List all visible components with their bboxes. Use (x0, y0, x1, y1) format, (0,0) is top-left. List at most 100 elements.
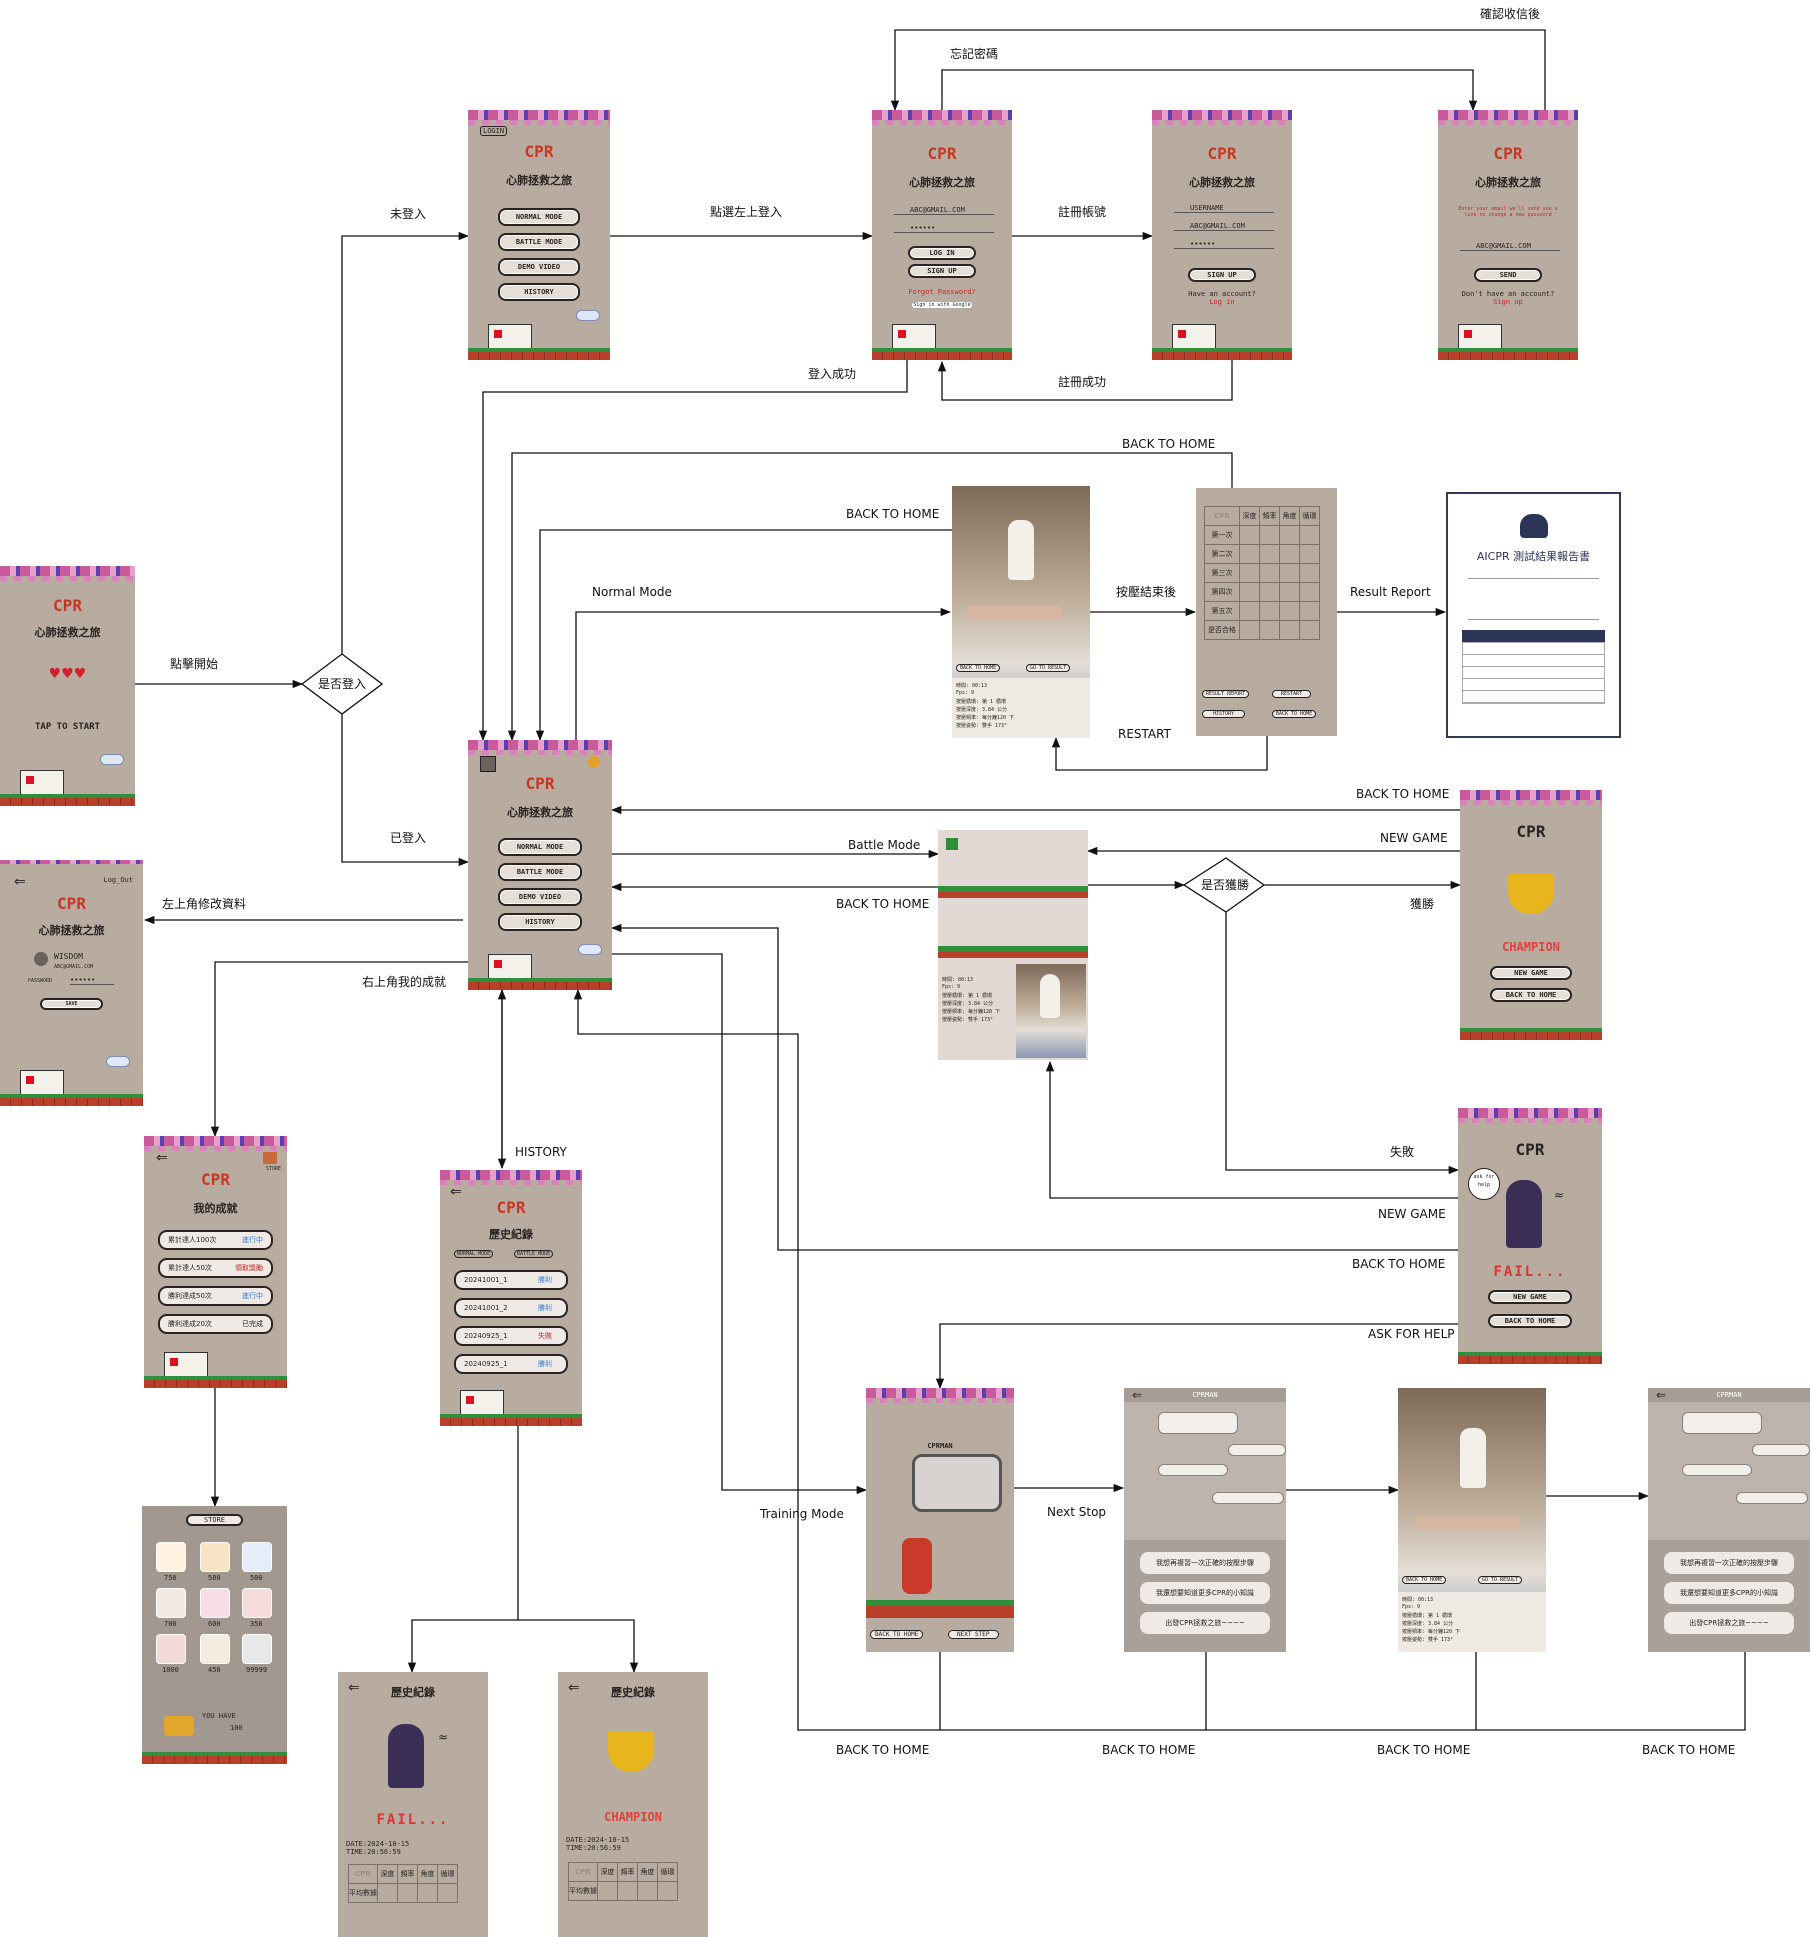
burger-icon[interactable] (200, 1542, 230, 1572)
email-field[interactable]: ABC@GMAIL.COM (1174, 222, 1274, 231)
medal-icon[interactable] (588, 756, 600, 768)
label-back-home-5: BACK TO HOME (1352, 1257, 1445, 1271)
back-to-home-button[interactable]: BACK TO HOME (1272, 710, 1317, 718)
menu-brand: CPR (524, 142, 554, 161)
password-field[interactable]: •••••• (70, 976, 114, 985)
restart-button[interactable]: RESTART (1272, 690, 1312, 698)
achievement-row[interactable]: 勝利達成20次已完成 (158, 1314, 273, 1334)
fail-text: FAIL... (376, 1812, 450, 1828)
email-field[interactable]: ABC@GMAIL.COM (1460, 242, 1560, 251)
go-to-result-button[interactable]: GO TO RESULT (1478, 1576, 1523, 1584)
ach-brand: CPR (201, 1170, 230, 1189)
back-to-home-button[interactable]: BACK TO HOME (1402, 1576, 1447, 1584)
chat-choice[interactable]: 出發CPR拯救之旅~~~~ (1664, 1612, 1794, 1634)
log-out-link[interactable]: Log_Out (103, 876, 133, 884)
username-field[interactable]: USERNAME (1174, 204, 1274, 213)
screen-normal-camera: BACK TO HOME GO TO RESULT 時間: 00:13 Fps:… (952, 486, 1090, 738)
password-field[interactable]: •••••• (894, 224, 994, 233)
screen-champion: CPR CHAMPION NEW GAME BACK TO HOME (1460, 790, 1602, 1040)
chat-title: CPRMAN (1192, 1391, 1218, 1399)
label-normal-mode: Normal Mode (592, 585, 672, 599)
normal-mode-button[interactable]: NORMAL MODE (498, 838, 582, 856)
tab-normal-mode[interactable]: NORMAL MODE (454, 1250, 494, 1258)
steak-icon[interactable] (156, 1634, 186, 1664)
pause-icon[interactable] (946, 838, 958, 850)
tab-battle-mode[interactable]: BATTLE MODE (514, 1250, 554, 1258)
edge-training (612, 953, 868, 1495)
profile-brand: CPR (57, 894, 86, 913)
battle-mode-button[interactable]: BATTLE MODE (498, 863, 582, 881)
chat-choice[interactable]: 我還想要知道更多CPR的小知識 (1664, 1582, 1794, 1604)
tap-to-start[interactable]: TAP TO START (34, 722, 101, 732)
log-in-link[interactable]: Log in (1209, 298, 1235, 306)
google-sign-in[interactable]: Sign in with Google (912, 302, 972, 308)
back-arrow-icon[interactable]: ⇐ (1132, 1388, 1143, 1402)
sign-up-link[interactable]: Sign up (1493, 298, 1523, 306)
history-button[interactable]: HISTORY (498, 913, 582, 931)
sign-up-button[interactable]: SIGN UP (1188, 268, 1256, 282)
achievement-row[interactable]: 勝利達成50次進行中 (158, 1286, 273, 1306)
back-arrow-icon[interactable]: ⇐ (156, 1150, 168, 1166)
milk-icon[interactable] (200, 1634, 230, 1664)
go-to-result-button[interactable]: GO TO RESULT (1026, 664, 1071, 672)
login-badge[interactable]: LOGIN (480, 126, 508, 136)
new-game-button[interactable]: NEW GAME (1488, 1290, 1572, 1304)
new-game-button[interactable]: NEW GAME (1490, 966, 1572, 980)
champion-text: CHAMPION (1502, 940, 1560, 954)
robot-icon[interactable] (242, 1634, 272, 1664)
back-arrow-icon[interactable]: ⇐ (568, 1680, 580, 1696)
coffee-icon[interactable] (156, 1588, 186, 1618)
hearts-icon: ♥♥♥ (48, 666, 87, 682)
date-line: DATE:2024-10-15 (566, 1836, 630, 1844)
battle-mode-button[interactable]: BATTLE MODE (498, 233, 580, 251)
log-in-button[interactable]: LOG IN (908, 246, 976, 260)
normal-mode-button[interactable]: NORMAL MODE (498, 208, 580, 226)
back-arrow-icon[interactable]: ⇐ (348, 1680, 360, 1696)
splash-brand: CPR (53, 596, 82, 615)
achievement-row[interactable]: 累計達人50次領取獎勵 (158, 1258, 273, 1278)
chat-choice[interactable]: 我想再複習一次正確的按壓步驟 (1664, 1552, 1794, 1574)
demo-video-button[interactable]: DEMO VIDEO (498, 888, 582, 906)
result-report-button[interactable]: RESULT REPORT (1202, 690, 1250, 698)
back-to-home-button[interactable]: BACK TO HOME (956, 664, 1001, 672)
sign-up-button[interactable]: SIGN UP (908, 264, 976, 278)
back-arrow-icon[interactable]: ⇐ (14, 874, 26, 890)
chat-choice[interactable]: 我還想要知道更多CPR的小知識 (1140, 1582, 1270, 1604)
forgot-password-link[interactable]: Forgot Password? (908, 288, 976, 296)
password-field[interactable]: •••••• (1174, 240, 1274, 249)
avatar[interactable] (34, 952, 48, 966)
juice-icon[interactable] (242, 1542, 272, 1572)
ask-for-help-bubble[interactable]: ask for help (1468, 1168, 1500, 1200)
store-icon[interactable] (263, 1152, 277, 1164)
chat-choice[interactable]: 出發CPR拯救之旅~~~~ (1140, 1612, 1270, 1634)
back-arrow-icon[interactable]: ⇐ (1656, 1388, 1667, 1402)
history-button[interactable]: HISTORY (498, 283, 580, 301)
history-button[interactable]: HISTORY (1202, 710, 1246, 718)
cola-icon[interactable] (242, 1588, 272, 1618)
cprman-label: CPRMAN (927, 1442, 953, 1450)
send-button[interactable]: SEND (1474, 268, 1542, 282)
have-account-text: Have an account? (1188, 290, 1256, 298)
back-to-home-button[interactable]: BACK TO HOME (870, 1630, 924, 1639)
label-edit-profile: 左上角修改資料 (162, 896, 246, 911)
back-to-home-button[interactable]: BACK TO HOME (1490, 988, 1572, 1002)
profile-icon[interactable] (480, 756, 496, 772)
back-to-home-button[interactable]: BACK TO HOME (1488, 1314, 1572, 1328)
next-step-button[interactable]: NEXT STEP (948, 1630, 999, 1639)
champion-text: CHAMPION (604, 1810, 662, 1824)
edge-normal-mode (575, 607, 952, 740)
chat-choice[interactable]: 我想再複習一次正確的按壓步驟 (1140, 1552, 1270, 1574)
email-field[interactable]: ABC@GMAIL.COM (894, 206, 994, 215)
achievement-row[interactable]: 累計達人100次進行中 (158, 1230, 273, 1250)
donut-icon[interactable] (200, 1588, 230, 1618)
demo-video-button[interactable]: DEMO VIDEO (498, 258, 580, 276)
password-label: PASSWORD (28, 978, 53, 984)
save-button[interactable]: SAVE (40, 998, 103, 1010)
back-arrow-icon[interactable]: ⇐ (450, 1184, 462, 1200)
fries-icon[interactable] (156, 1542, 186, 1572)
